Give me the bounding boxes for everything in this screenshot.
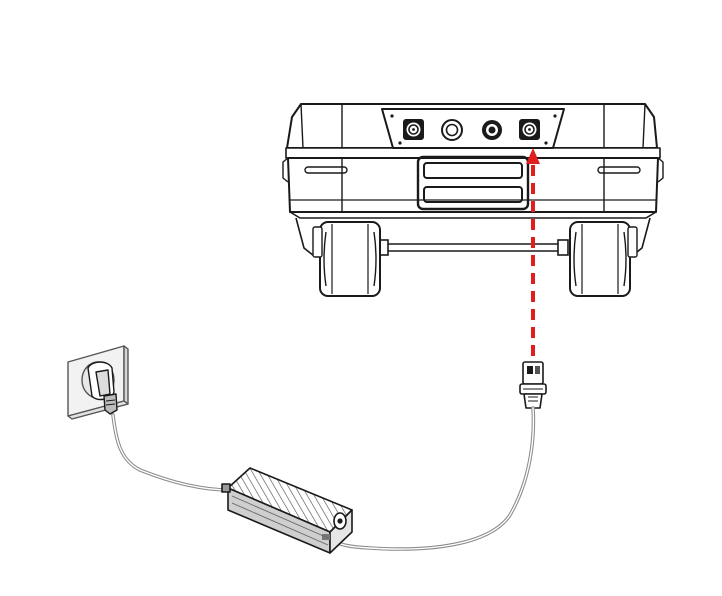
- port-panel: [381, 108, 565, 149]
- wall-plug: [87, 361, 118, 415]
- wheel-right: [569, 221, 638, 297]
- output-cable: [330, 406, 536, 551]
- insert-arrow: [526, 148, 540, 356]
- charging-port: [519, 119, 540, 140]
- charging-connector: [519, 361, 547, 409]
- output-cable-inner: [331, 407, 535, 550]
- wheel-left: [312, 221, 381, 297]
- charger: [221, 467, 353, 554]
- rear-handle: [416, 155, 530, 211]
- input-cable: [111, 413, 232, 492]
- round-port-white: [441, 119, 463, 141]
- axle: [377, 239, 569, 256]
- input-cable-inner: [112, 414, 231, 491]
- round-port-black: [482, 120, 502, 140]
- aviation-port-left: [403, 119, 424, 140]
